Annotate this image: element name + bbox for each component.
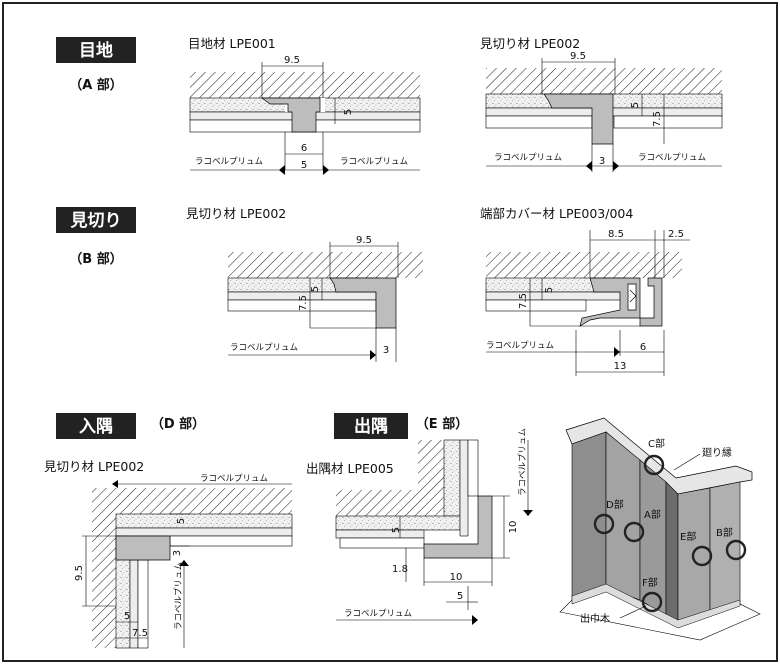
b2-material: ラコベルプリュム (486, 341, 554, 351)
detail-a2: 見切り材 LPE002 9.5 5 7.5 3 ラコベルプリュム ラコベルプリュ… (480, 36, 723, 172)
marker-f (641, 591, 663, 613)
section-b-tag-label: 見切り (70, 211, 122, 231)
a2-dim-h75: 7.5 (652, 111, 663, 127)
detail-b2: 端部カバー材 LPE003/004 8.5 2.5 7.5 5 6 13 ラコベ… (480, 206, 690, 376)
marker-d (593, 513, 615, 535)
detail-e1-title: 出隅材 LPE005 (306, 461, 394, 476)
e1-material-side: ラコベルプリュム (518, 428, 528, 496)
a1-material-left: ラコベルプリュム (195, 157, 263, 167)
d1-dim-5b: 5 (124, 611, 130, 622)
b1-dim-h5: 5 (310, 286, 321, 292)
a2-dim-h5: 5 (630, 102, 641, 108)
b2-concrete (486, 252, 682, 278)
b1-concrete (228, 252, 423, 278)
d1-trim-profile (115, 535, 171, 561)
a2-dim-w3: 3 (599, 156, 605, 167)
room-label-a: A部 (644, 508, 661, 521)
e1-concrete-top (336, 490, 444, 516)
section-d-tag-label: 入隅 (79, 417, 113, 437)
section-b-subtitle: （B 部） (69, 251, 122, 267)
e1-dim-5: 5 (391, 527, 402, 533)
d1-dim-95: 9.5 (74, 565, 85, 581)
d1-material-side: ラコベルプリュム (174, 562, 184, 630)
a1-dim-w6: 6 (301, 143, 307, 154)
d1-dim-75: 7.5 (132, 628, 148, 639)
a2-concrete (486, 68, 722, 94)
section-d-tag (56, 413, 136, 439)
detail-e1: 出隅材 LPE005 ラコベルプリュム 5 10 1.8 10 5 ラコベルプリ… (306, 428, 533, 625)
room-label-f: F部 (642, 576, 658, 589)
room-perspective: C部 廻り縁 D部 A部 E部 B部 F部 出巾木 (559, 417, 761, 641)
b2-clip (627, 283, 637, 311)
b1-dim-w3: 3 (383, 345, 389, 356)
section-d: 入隅 （D 部） (56, 413, 205, 439)
a1-concrete (190, 72, 420, 98)
section-a-subtitle: （A 部） (69, 77, 123, 93)
room-label-b: B部 (716, 526, 733, 539)
section-e: 出隅 （E 部） (334, 413, 468, 439)
room-label-c: C部 (648, 437, 665, 450)
a1-material-right: ラコベルプリュム (340, 157, 408, 167)
d1-concrete-left (92, 488, 116, 648)
marker-e (691, 545, 713, 567)
marker-a (623, 521, 645, 543)
section-e-subtitle: （E 部） (416, 416, 468, 432)
detail-b1: 見切り材 LPE002 9.5 7.5 5 3 ラコベルプリュム (186, 206, 423, 362)
e1-dim-10v: 10 (508, 521, 519, 534)
d1-dim-3: 3 (172, 550, 183, 556)
a2-material-right: ラコベルプリュム (638, 153, 706, 163)
b1-dim-h75: 7.5 (298, 295, 309, 311)
b2-dim-h75: 7.5 (518, 293, 529, 309)
section-a: 目地 （A 部） (56, 37, 136, 93)
e1-dim-10h: 10 (450, 572, 463, 583)
a2-trim-profile (543, 93, 614, 145)
detail-a1: 目地材 LPE001 9.5 5 6 5 ラコベルプリュム ラコベルプリュム (188, 36, 421, 175)
room-label-e: E部 (680, 530, 696, 543)
section-a-tag (56, 37, 136, 63)
b1-material: ラコベルプリュム (230, 343, 298, 353)
detail-d1: 見切り材 LPE002 ラコベルプリュム 5 3 ラコベルプリュム 9.5 5 … (44, 459, 293, 649)
b2-dim-85: 8.5 (608, 229, 624, 240)
b1-trim-profile (329, 277, 397, 329)
section-b: 見切り （B 部） (56, 207, 136, 267)
e1-dim-18: 1.8 (392, 564, 408, 575)
section-a-tag-label: 目地 (79, 40, 113, 61)
a1-dim-w5: 5 (301, 160, 307, 171)
a1-joint-profile (260, 97, 321, 133)
b2-dim-25: 2.5 (668, 229, 684, 240)
b1-dim-top: 9.5 (356, 235, 372, 246)
d1-concrete-top (92, 488, 292, 514)
marker-c (643, 454, 665, 476)
detail-a2-title: 見切り材 LPE002 (480, 36, 580, 51)
a2-material-left: ラコベルプリュム (494, 153, 562, 163)
e1-dim-5h: 5 (457, 591, 463, 602)
detail-b2-title: 端部カバー材 LPE003/004 (480, 206, 633, 221)
detail-d1-title: 見切り材 LPE002 (44, 459, 144, 474)
a2-dim-top: 9.5 (570, 51, 586, 62)
b2-dim-6: 6 (640, 342, 646, 353)
d1-material-top: ラコベルプリュム (200, 474, 268, 484)
a1-dim-top: 9.5 (284, 55, 300, 66)
section-d-subtitle: （D 部） (151, 416, 205, 432)
marker-b (725, 539, 747, 561)
d1-dim-5: 5 (176, 518, 187, 524)
b2-dim-h5: 5 (544, 287, 555, 293)
room-label-corner: 出巾木 (580, 612, 610, 625)
b2-dim-13: 13 (614, 361, 627, 372)
e1-material-bottom: ラコベルプリュム (344, 609, 412, 619)
a1-dim-h: 5 (343, 109, 354, 115)
detail-b1-title: 見切り材 LPE002 (186, 206, 286, 221)
b2-cover-profile (639, 277, 663, 327)
detail-a1-title: 目地材 LPE001 (188, 36, 276, 51)
section-e-tag-label: 出隅 (354, 416, 388, 437)
room-label-edge: 廻り縁 (702, 446, 732, 459)
section-b-tag (56, 207, 136, 233)
room-label-d: D部 (606, 498, 624, 511)
section-e-tag (334, 413, 408, 439)
